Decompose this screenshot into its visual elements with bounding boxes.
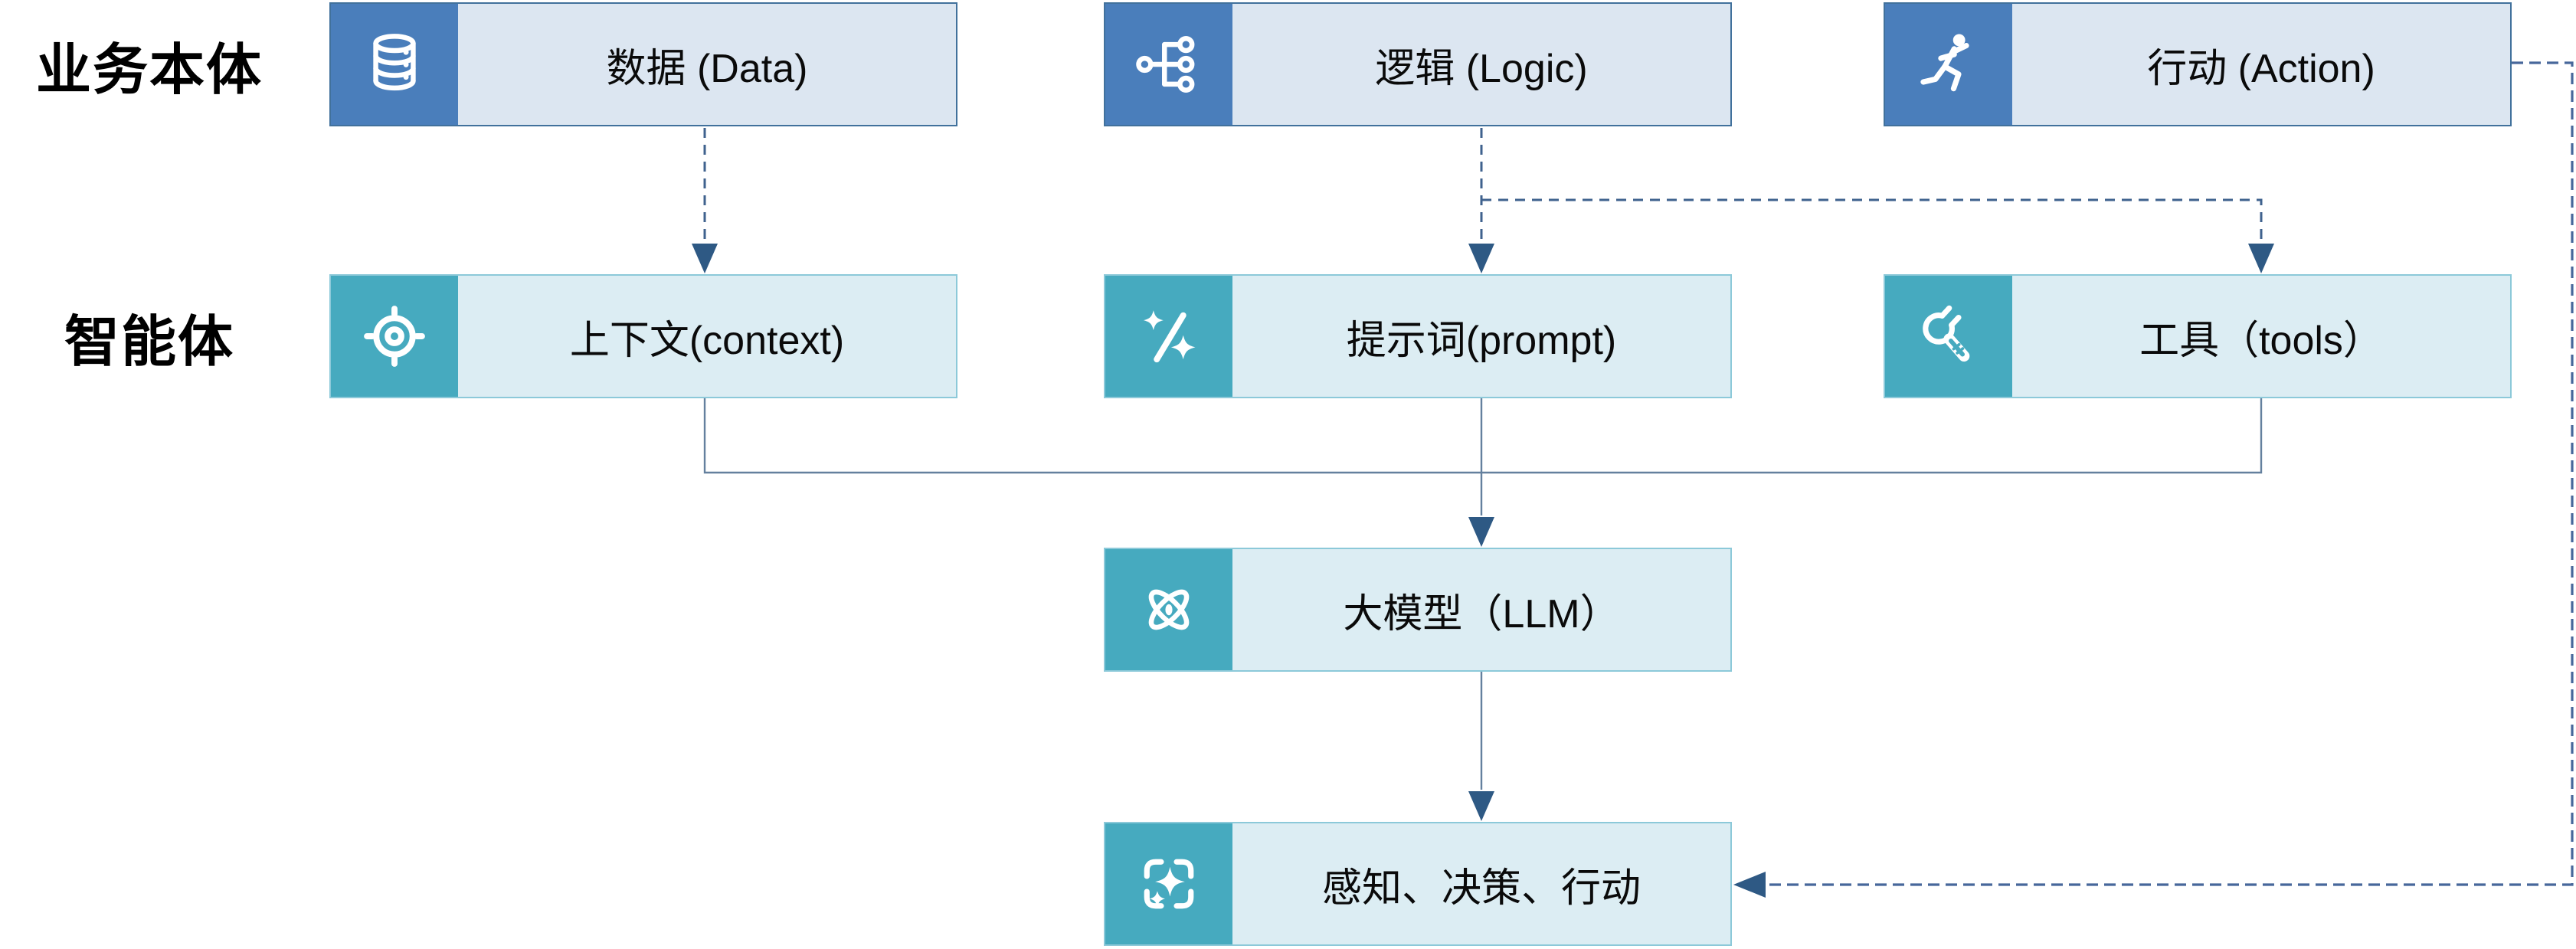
node-prompt-label: 提示词(prompt) xyxy=(1346,318,1617,363)
node-data-label: 数据 (Data) xyxy=(606,46,808,91)
node-prompt: 提示词(prompt) xyxy=(1104,274,1732,398)
atom-icon xyxy=(1105,549,1232,670)
node-llm-label: 大模型（LLM） xyxy=(1343,591,1620,636)
runner-icon xyxy=(1885,4,2012,125)
arrowhead-action-outcome xyxy=(1733,872,1766,898)
arrowhead-llm-outcome xyxy=(1468,791,1494,821)
node-context: 上下文(context) xyxy=(329,274,957,398)
database-icon xyxy=(331,4,458,125)
row-label-agent: 智能体 xyxy=(64,311,234,373)
row-label-business-ontology: 业务本体 xyxy=(35,39,263,101)
target-icon xyxy=(331,276,458,397)
node-logic: 逻辑 (Logic) xyxy=(1104,2,1732,126)
node-action: 行动 (Action) xyxy=(1884,2,2512,126)
node-context-label: 上下文(context) xyxy=(569,318,845,363)
edge-logic-tools xyxy=(1481,198,2263,242)
node-tools-label: 工具（tools） xyxy=(2139,318,2383,363)
arrowhead-data-context xyxy=(692,244,718,273)
edge-context-tools-bus xyxy=(703,398,2263,474)
edge-action-outcome xyxy=(1766,61,2574,886)
node-outcome: 感知、决策、行动 xyxy=(1104,822,1732,946)
wrench-icon xyxy=(1885,276,2012,397)
hierarchy-icon xyxy=(1105,4,1232,125)
node-llm: 大模型（LLM） xyxy=(1104,548,1732,672)
node-tools: 工具（tools） xyxy=(1884,274,2512,398)
node-outcome-label: 感知、决策、行动 xyxy=(1321,866,1641,911)
arrowhead-bus-llm xyxy=(1468,517,1494,547)
node-action-label: 行动 (Action) xyxy=(2147,46,2375,91)
arrowhead-logic-tools xyxy=(2248,244,2274,273)
node-logic-label: 逻辑 (Logic) xyxy=(1375,46,1588,91)
node-data: 数据 (Data) xyxy=(329,2,957,126)
arrowhead-logic-prompt xyxy=(1468,244,1494,273)
sparkle-frame-icon xyxy=(1105,823,1232,944)
wand-icon xyxy=(1105,276,1232,397)
